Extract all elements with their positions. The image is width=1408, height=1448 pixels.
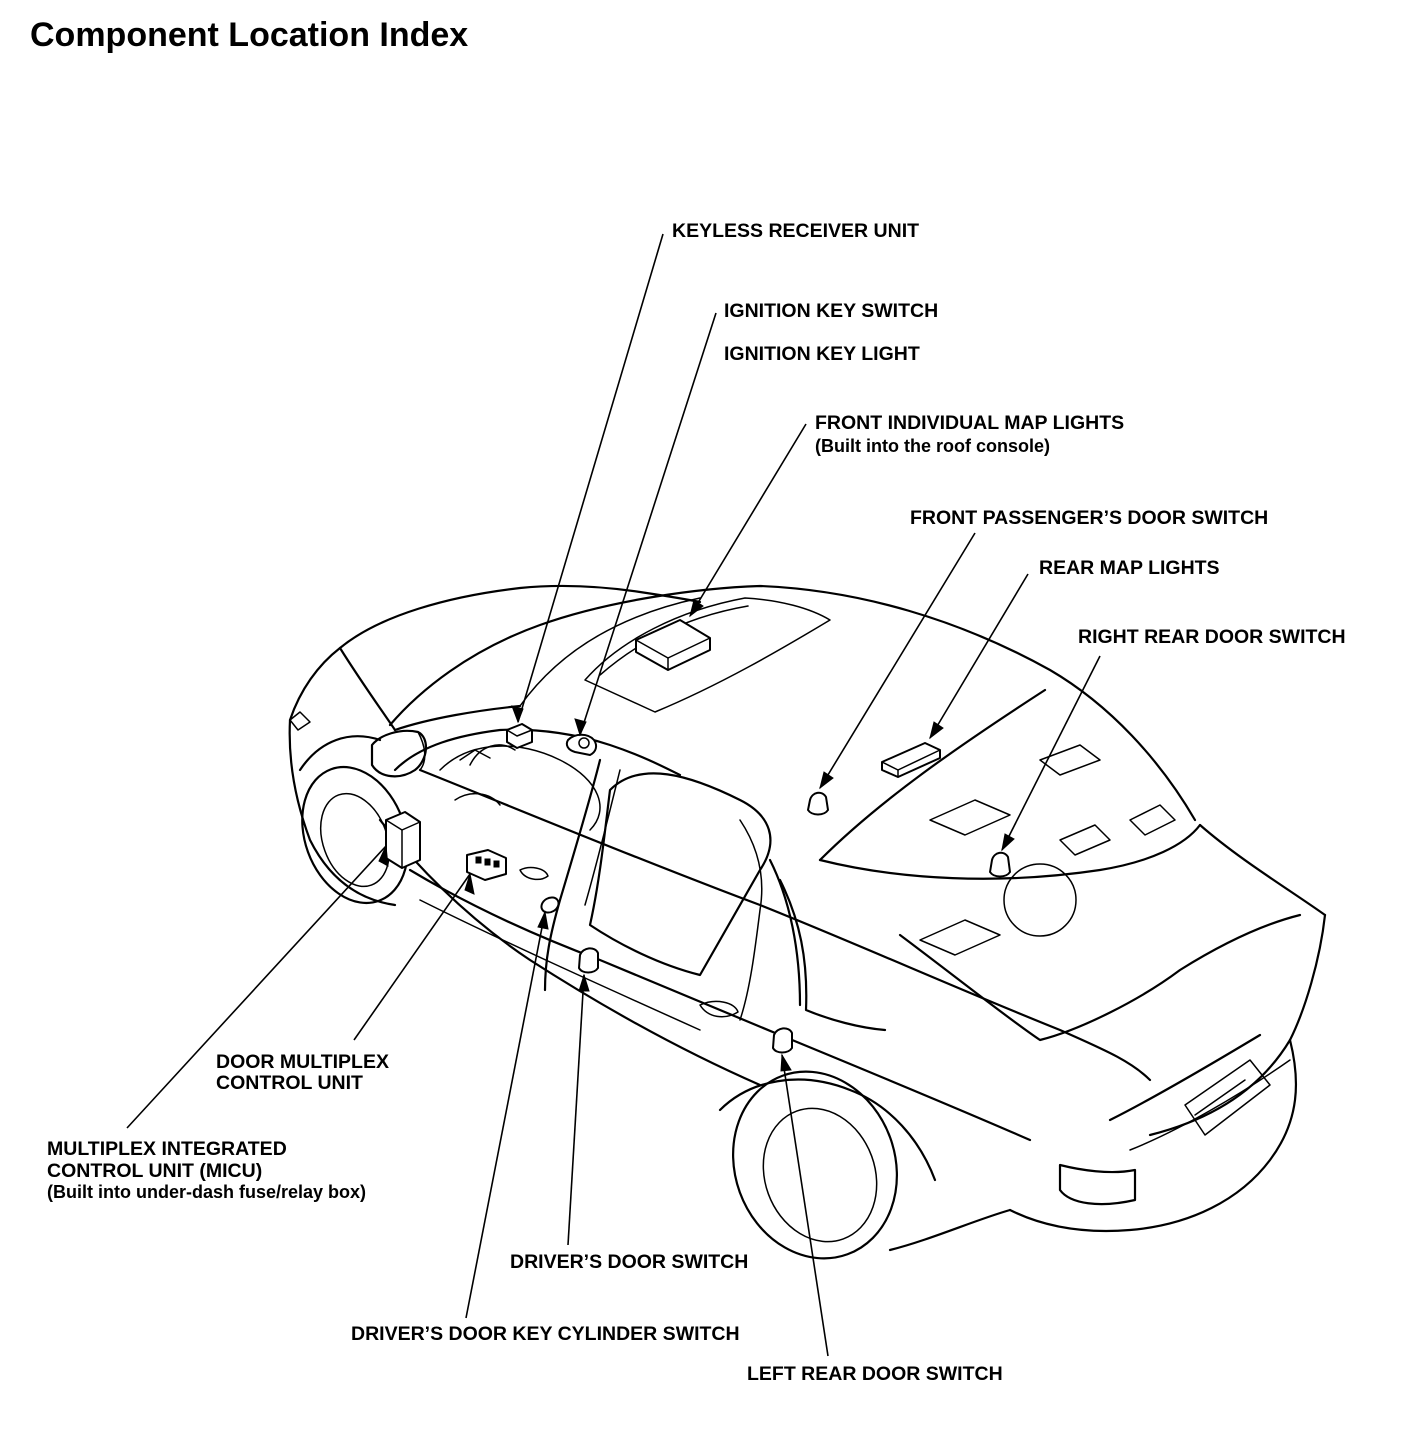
car-illustration [288, 584, 1327, 1260]
label-keyless-receiver-unit: KEYLESS RECEIVER UNIT [672, 220, 919, 242]
page-title: Component Location Index [30, 16, 468, 54]
label-drivers-door-switch: DRIVER’S DOOR SWITCH [510, 1251, 748, 1273]
label-ignition-key-switch: IGNITION KEY SWITCH [724, 300, 938, 322]
label-front-individual-map-lights-note: (Built into the roof console) [815, 436, 1050, 456]
leader-lines [126, 233, 1101, 1357]
label-micu-note: (Built into under-dash fuse/relay box) [47, 1182, 366, 1202]
keyless-receiver-component [506, 723, 533, 749]
rear-map-lights-component [881, 742, 941, 778]
key-cylinder-component [540, 896, 560, 914]
label-door-multiplex-line1: DOOR MULTIPLEX [216, 1051, 389, 1073]
label-ignition-key-light: IGNITION KEY LIGHT [724, 343, 920, 365]
front-map-lights-component [635, 619, 711, 671]
label-left-rear-door-switch: LEFT REAR DOOR SWITCH [747, 1363, 1003, 1385]
label-front-passengers-door-switch: FRONT PASSENGER’S DOOR SWITCH [910, 507, 1268, 529]
right-rear-door-switch-component [989, 851, 1011, 878]
label-right-rear-door-switch: RIGHT REAR DOOR SWITCH [1078, 626, 1346, 648]
label-rear-map-lights: REAR MAP LIGHTS [1039, 557, 1220, 579]
ignition-key-switch-component [565, 733, 598, 756]
micu-component [385, 811, 421, 869]
door-multiplex-component [466, 849, 507, 881]
label-micu-line2: CONTROL UNIT (MICU) [47, 1160, 262, 1182]
label-door-multiplex-line2: CONTROL UNIT [216, 1072, 363, 1094]
label-front-individual-map-lights: FRONT INDIVIDUAL MAP LIGHTS [815, 412, 1124, 434]
label-micu-line1: MULTIPLEX INTEGRATED [47, 1138, 287, 1160]
front-passenger-door-switch-component [807, 791, 829, 816]
drivers-door-switch-component [578, 947, 599, 974]
left-rear-door-switch-component [772, 1027, 793, 1054]
label-drivers-door-key-cylinder-switch: DRIVER’S DOOR KEY CYLINDER SWITCH [351, 1323, 740, 1345]
